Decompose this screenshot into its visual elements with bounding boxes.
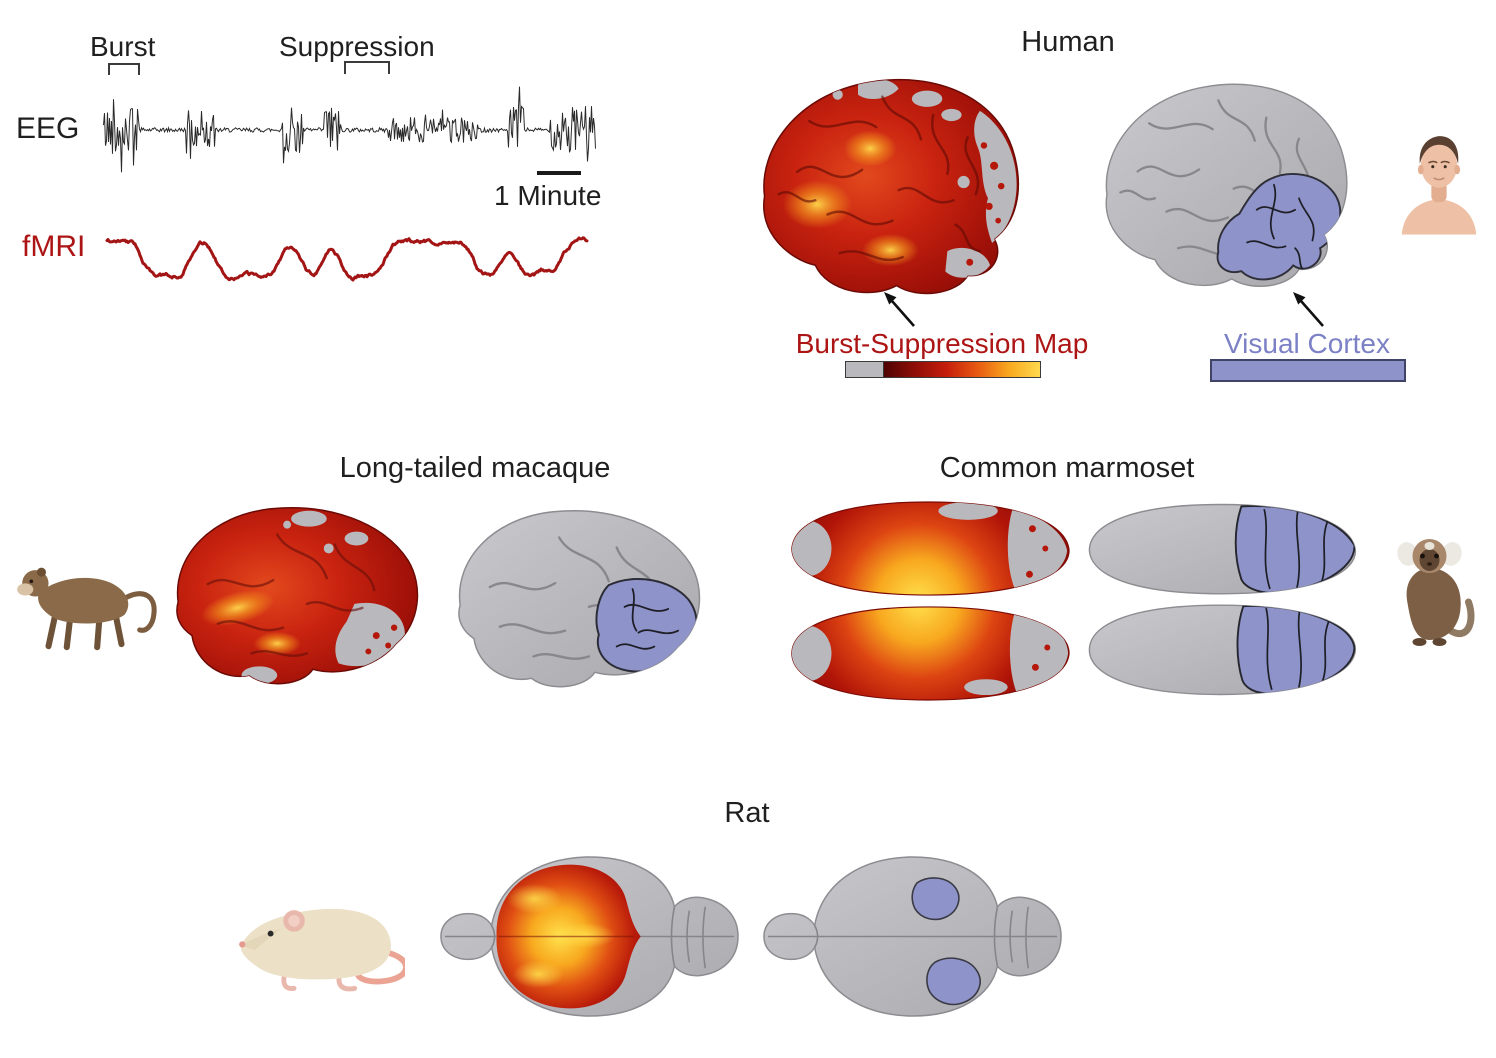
traces-panel: Burst Suppression EEG 1 Minute fMRI: [0, 0, 660, 330]
human-icon: [1401, 136, 1477, 235]
visual-cortex-region-lower: [926, 957, 981, 1006]
marmoset-icon: [1397, 539, 1475, 646]
suppression-bracket: [344, 61, 390, 74]
marmoset-panel: Common marmoset: [750, 430, 1496, 720]
macaque-title: Long-tailed macaque: [339, 452, 611, 484]
burst-label: Burst: [90, 31, 156, 62]
burst-map-overlay: [200, 510, 405, 684]
rat-title: Rat: [724, 797, 770, 829]
visual-cortex-swatch: [1210, 359, 1406, 382]
rat-icon: [239, 908, 405, 992]
fmri-label: fMRI: [22, 230, 86, 263]
human-brain-visual-cortex: [1105, 83, 1348, 288]
scale-label: 1 Minute: [494, 180, 602, 211]
human-brain-burst-map: [763, 78, 1020, 295]
colorbar-heat-segment: [884, 362, 1040, 377]
marmoset-title: Common marmoset: [939, 452, 1195, 484]
macaque-panel: Long-tailed macaque: [0, 430, 740, 720]
burst-suppression-colorbar: [845, 361, 1041, 378]
human-panel: Human: [700, 0, 1496, 400]
macaque-brain-visual-cortex: [458, 510, 701, 688]
rat-brain-visual-cortex: [763, 856, 1062, 1017]
burst-map-overlay: [777, 79, 1017, 278]
visual-cortex-region-upper: [911, 877, 960, 921]
burst-map-arrow: [884, 292, 915, 327]
fmri-trace-path: [105, 236, 589, 282]
visual-cortex-region-lower: [1236, 605, 1356, 695]
eeg-trace: [103, 86, 596, 173]
visual-cortex-region: [595, 578, 698, 673]
marmoset-brain-burst-map: [791, 501, 1070, 701]
macaque-brain-burst-map: [176, 507, 419, 685]
burst-bracket: [108, 63, 140, 75]
burst-map-overlay: [496, 864, 641, 1009]
scale-bar: [537, 171, 581, 175]
colorbar-gray-segment: [846, 362, 884, 377]
eeg-label: EEG: [16, 112, 80, 145]
visual-cortex-label: Visual Cortex: [1223, 328, 1390, 359]
eeg-trace-path: [103, 86, 596, 173]
rat-panel: Rat: [200, 790, 1100, 1058]
marmoset-brain-visual-cortex: [1088, 503, 1357, 696]
rat-brain-burst-map: [440, 856, 739, 1017]
human-title: Human: [1021, 26, 1115, 58]
burst-map-label: Burst-Suppression Map: [795, 328, 1089, 359]
visual-cortex-region-upper: [1234, 505, 1356, 594]
visual-cortex-arrow: [1293, 292, 1324, 327]
suppression-label: Suppression: [279, 31, 435, 62]
macaque-icon: [17, 567, 157, 651]
fmri-trace: [105, 236, 589, 282]
